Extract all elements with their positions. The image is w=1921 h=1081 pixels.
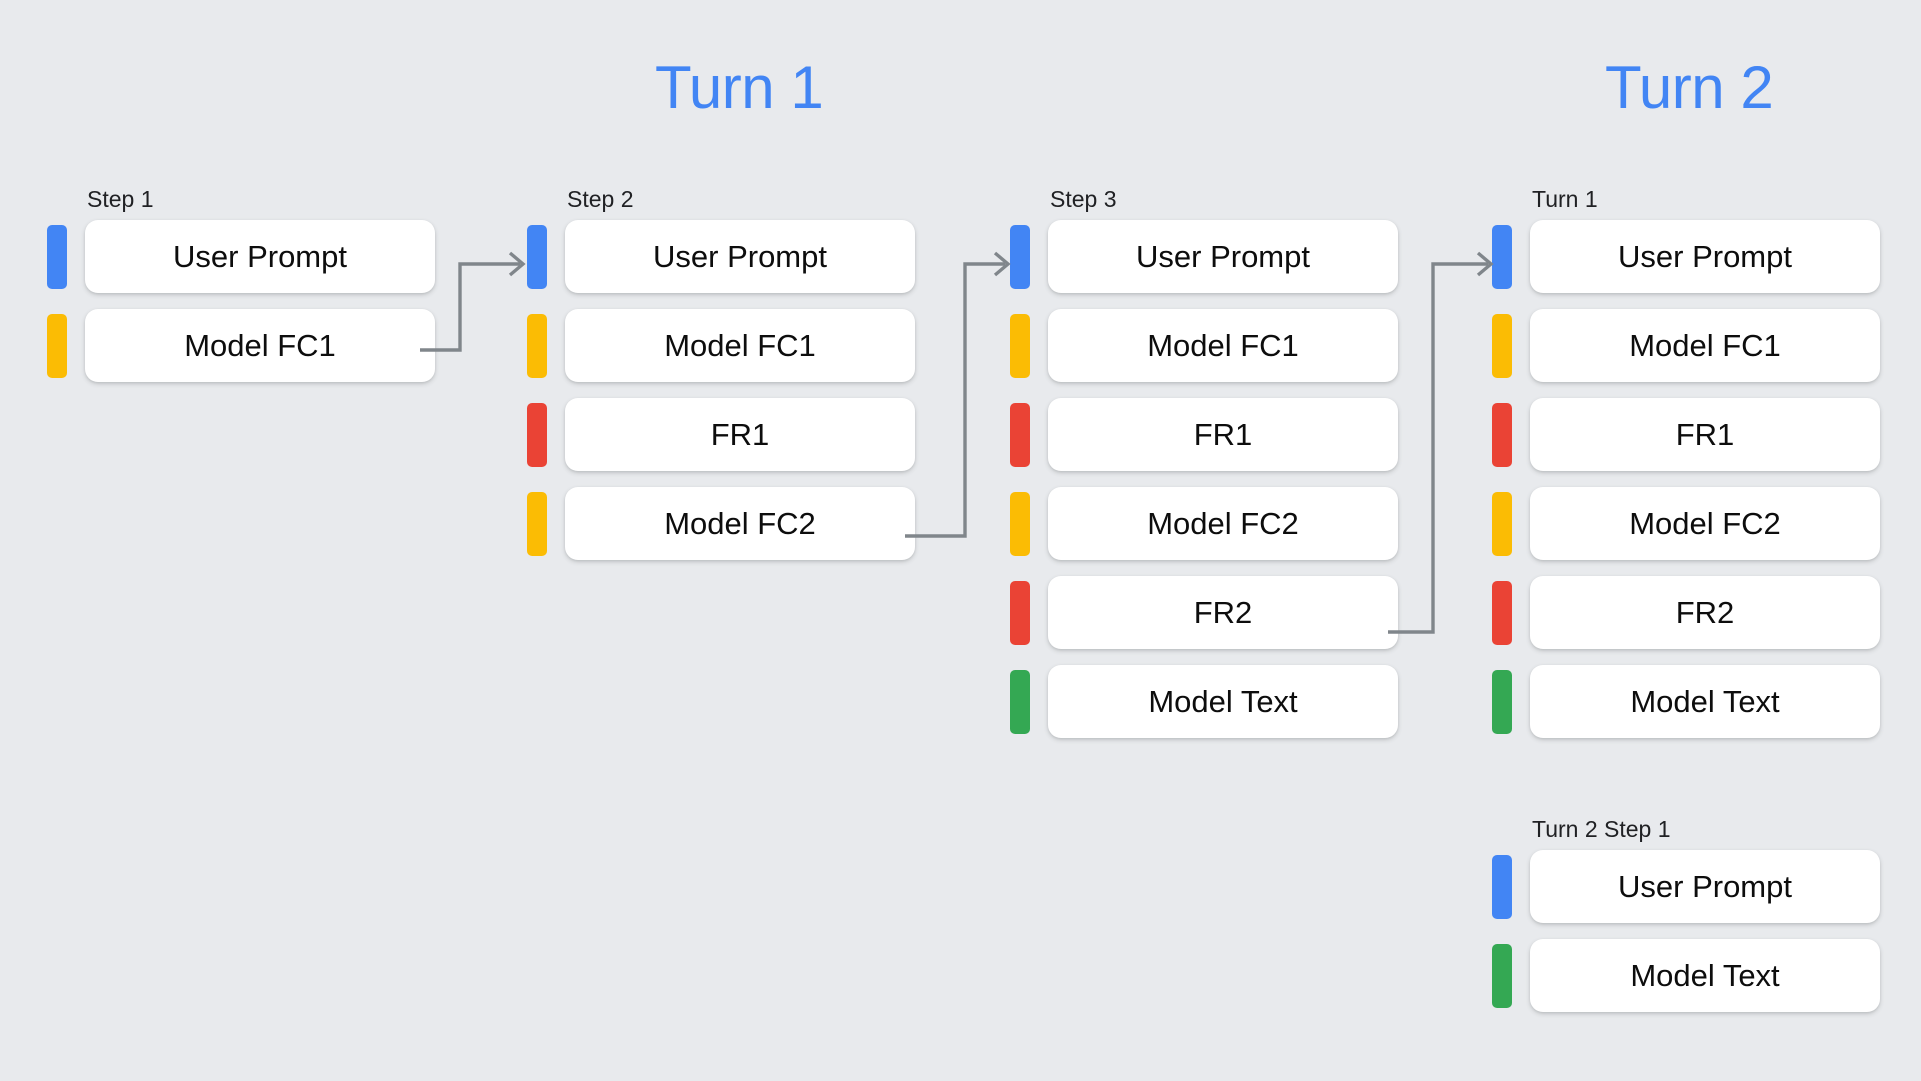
message-card[interactable]: FR2 [1048, 576, 1398, 649]
message-card[interactable]: FR1 [1530, 398, 1880, 471]
message-card[interactable]: Model Text [1048, 665, 1398, 738]
message-card-label: User Prompt [173, 239, 347, 274]
role-color-bar-user [527, 225, 547, 289]
role-color-bar-model-function-call [527, 492, 547, 556]
column-label-turn-2-step-1: Turn 2 Step 1 [1532, 816, 1671, 842]
turn-1-banner: Turn 1 [655, 54, 824, 121]
turn-2-banner: Turn 2 [1605, 54, 1774, 121]
role-color-bar-model-text [1010, 670, 1030, 734]
message-card-label: Model FC2 [664, 506, 816, 541]
role-color-bar-function-response [527, 403, 547, 467]
role-color-bar-user [1010, 225, 1030, 289]
message-card-label: Model FC2 [1629, 506, 1781, 541]
message-card[interactable]: Model FC2 [1048, 487, 1398, 560]
message-card[interactable]: FR2 [1530, 576, 1880, 649]
role-color-bar-user [1492, 225, 1512, 289]
message-card-label: Model FC1 [1629, 328, 1781, 363]
message-card[interactable]: Model FC1 [1048, 309, 1398, 382]
message-card[interactable]: User Prompt [1530, 850, 1880, 923]
message-card-label: FR1 [710, 417, 770, 452]
role-color-bar-model-function-call [47, 314, 67, 378]
role-color-bar-user [1492, 855, 1512, 919]
message-card[interactable]: Model FC1 [85, 309, 435, 382]
role-color-bar-function-response [1010, 581, 1030, 645]
message-card-label: Model FC2 [1147, 506, 1299, 541]
message-card-label: User Prompt [653, 239, 827, 274]
message-card-label: Model FC1 [664, 328, 816, 363]
message-card[interactable]: User Prompt [1530, 220, 1880, 293]
message-card-label: User Prompt [1136, 239, 1310, 274]
message-card-label: Model FC1 [184, 328, 336, 363]
role-color-bar-function-response [1492, 403, 1512, 467]
column-label-turn-1: Turn 1 [1532, 186, 1598, 212]
column-label-step-1: Step 1 [87, 186, 154, 212]
message-card-label: FR1 [1193, 417, 1253, 452]
message-card[interactable]: Model Text [1530, 665, 1880, 738]
message-card[interactable]: FR1 [565, 398, 915, 471]
message-card[interactable]: Model FC2 [565, 487, 915, 560]
message-card-label: FR2 [1193, 595, 1253, 630]
message-card-label: Model FC1 [1147, 328, 1299, 363]
role-color-bar-function-response [1010, 403, 1030, 467]
message-card-label: FR2 [1675, 595, 1735, 630]
role-color-bar-function-response [1492, 581, 1512, 645]
role-color-bar-model-function-call [1492, 314, 1512, 378]
column-label-step-3: Step 3 [1050, 186, 1117, 212]
role-color-bar-model-text [1492, 670, 1512, 734]
role-color-bar-user [47, 225, 67, 289]
role-color-bar-model-function-call [527, 314, 547, 378]
role-color-bar-model-text [1492, 944, 1512, 1008]
message-card[interactable]: Model Text [1530, 939, 1880, 1012]
message-card-label: Model Text [1148, 684, 1298, 719]
message-card-label: User Prompt [1618, 869, 1792, 904]
role-color-bar-model-function-call [1010, 492, 1030, 556]
message-card[interactable]: Model FC2 [1530, 487, 1880, 560]
message-card[interactable]: User Prompt [1048, 220, 1398, 293]
role-color-bar-model-function-call [1010, 314, 1030, 378]
message-card[interactable]: FR1 [1048, 398, 1398, 471]
message-card-label: FR1 [1675, 417, 1735, 452]
role-color-bar-model-function-call [1492, 492, 1512, 556]
message-card-label: Model Text [1630, 958, 1780, 993]
message-card[interactable]: User Prompt [85, 220, 435, 293]
message-card-label: User Prompt [1618, 239, 1792, 274]
column-label-step-2: Step 2 [567, 186, 634, 212]
message-card[interactable]: User Prompt [565, 220, 915, 293]
message-card[interactable]: Model FC1 [565, 309, 915, 382]
message-card-label: Model Text [1630, 684, 1780, 719]
message-card[interactable]: Model FC1 [1530, 309, 1880, 382]
